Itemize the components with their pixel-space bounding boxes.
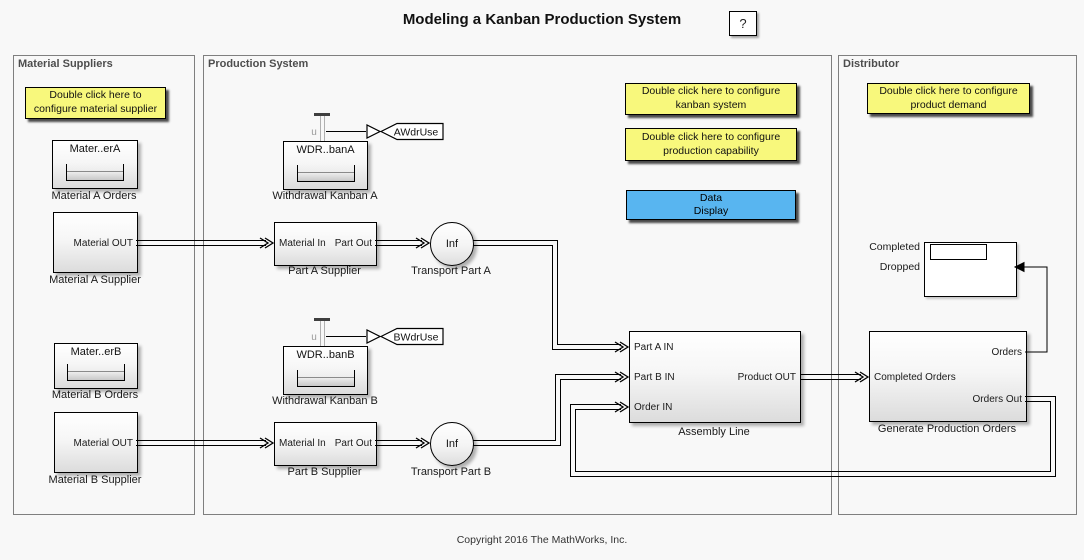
block-assembly-line[interactable]: Part A IN Part B IN Order IN Product OUT — [629, 331, 801, 423]
port-material-in: Material In — [279, 438, 326, 449]
panel-material-suppliers-label: Material Suppliers — [18, 58, 113, 70]
port-product-out: Product OUT — [737, 372, 796, 383]
port-material-out: Material OUT — [73, 238, 133, 249]
caption-transport-part-b: Transport Part B — [410, 466, 492, 478]
block-material-b-orders[interactable]: Mater..erB — [54, 343, 138, 389]
port-orders-out: Orders Out — [972, 394, 1022, 405]
panel-production-system: Production System — [203, 55, 832, 515]
panel-distributor-label: Distributor — [843, 58, 900, 70]
caption-part-b-supplier: Part B Supplier — [287, 466, 362, 478]
note-configure-kanban-system[interactable]: Double click here to configure kanban sy… — [625, 83, 797, 115]
note-configure-product-demand[interactable]: Double click here to configure product d… — [867, 83, 1030, 114]
block-display[interactable] — [924, 242, 1017, 297]
port-order-in: Order IN — [634, 402, 673, 413]
block-generate-production-orders[interactable]: Completed Orders Orders Orders Out — [869, 331, 1027, 422]
port-part-a-in: Part A IN — [634, 342, 674, 353]
block-material-a-supplier[interactable]: Material OUT — [53, 212, 138, 273]
panel-distributor: Distributor — [838, 55, 1077, 515]
port-orders: Orders — [991, 347, 1022, 358]
caption-assembly-line: Assembly Line — [678, 426, 750, 438]
port-part-out: Part Out — [334, 238, 372, 249]
queue-bin-icon — [67, 364, 125, 381]
note-configure-material-supplier[interactable]: Double click here to configure material … — [25, 87, 166, 119]
block-part-b-supplier[interactable]: Material In Part Out — [274, 422, 377, 466]
caption-part-a-supplier: Part A Supplier — [288, 265, 361, 277]
block-part-a-supplier[interactable]: Material In Part Out — [274, 222, 377, 266]
display-row-dropped-label: Dropped — [879, 261, 920, 273]
block-withdrawal-kanban-a[interactable]: WDR..banA — [283, 141, 368, 190]
queue-bin-icon — [66, 164, 124, 181]
block-transport-part-b[interactable]: Inf — [430, 422, 474, 466]
page-title: Modeling a Kanban Production System — [402, 11, 682, 28]
block-withdrawal-kanban-b-title: WDR..banB — [296, 349, 355, 361]
port-part-out: Part Out — [334, 438, 372, 449]
panel-material-suppliers: Material Suppliers — [13, 55, 195, 515]
panel-production-system-label: Production System — [208, 58, 309, 70]
caption-material-b-supplier: Material B Supplier — [48, 474, 142, 486]
block-material-b-supplier[interactable]: Material OUT — [54, 412, 138, 473]
caption-withdrawal-kanban-a: Withdrawal Kanban A — [272, 190, 378, 202]
port-completed-orders: Completed Orders — [874, 372, 956, 383]
note-configure-production-capability[interactable]: Double click here to configure productio… — [625, 128, 797, 161]
block-material-b-orders-title: Mater..erB — [70, 346, 122, 358]
block-transport-part-a[interactable]: Inf — [430, 222, 474, 266]
help-button[interactable]: ? — [729, 11, 757, 36]
transport-b-value: Inf — [445, 438, 459, 450]
block-withdrawal-kanban-b[interactable]: WDR..banB — [283, 346, 368, 395]
display-value-field — [930, 244, 987, 260]
caption-material-b-orders: Material B Orders — [51, 389, 139, 401]
port-material-in: Material In — [279, 238, 326, 249]
port-part-b-in: Part B IN — [634, 372, 675, 383]
port-material-out: Material OUT — [73, 438, 133, 449]
queue-bin-icon — [296, 165, 355, 182]
display-row-completed-label: Completed — [869, 241, 920, 253]
block-withdrawal-kanban-a-title: WDR..banA — [296, 144, 355, 156]
block-data-display[interactable]: Data Display — [626, 190, 796, 220]
copyright-text: Copyright 2016 The MathWorks, Inc. — [456, 534, 628, 546]
block-material-a-orders-title: Mater..erA — [69, 143, 121, 155]
caption-generate-production-orders: Generate Production Orders — [877, 423, 1017, 435]
caption-withdrawal-kanban-b: Withdrawal Kanban B — [272, 395, 378, 407]
caption-transport-part-a: Transport Part A — [411, 265, 491, 277]
caption-material-a-supplier: Material A Supplier — [49, 274, 141, 286]
queue-bin-icon — [296, 370, 355, 387]
block-material-a-orders[interactable]: Mater..erA — [52, 140, 138, 189]
transport-a-value: Inf — [445, 238, 459, 250]
caption-material-a-orders: Material A Orders — [51, 190, 137, 202]
